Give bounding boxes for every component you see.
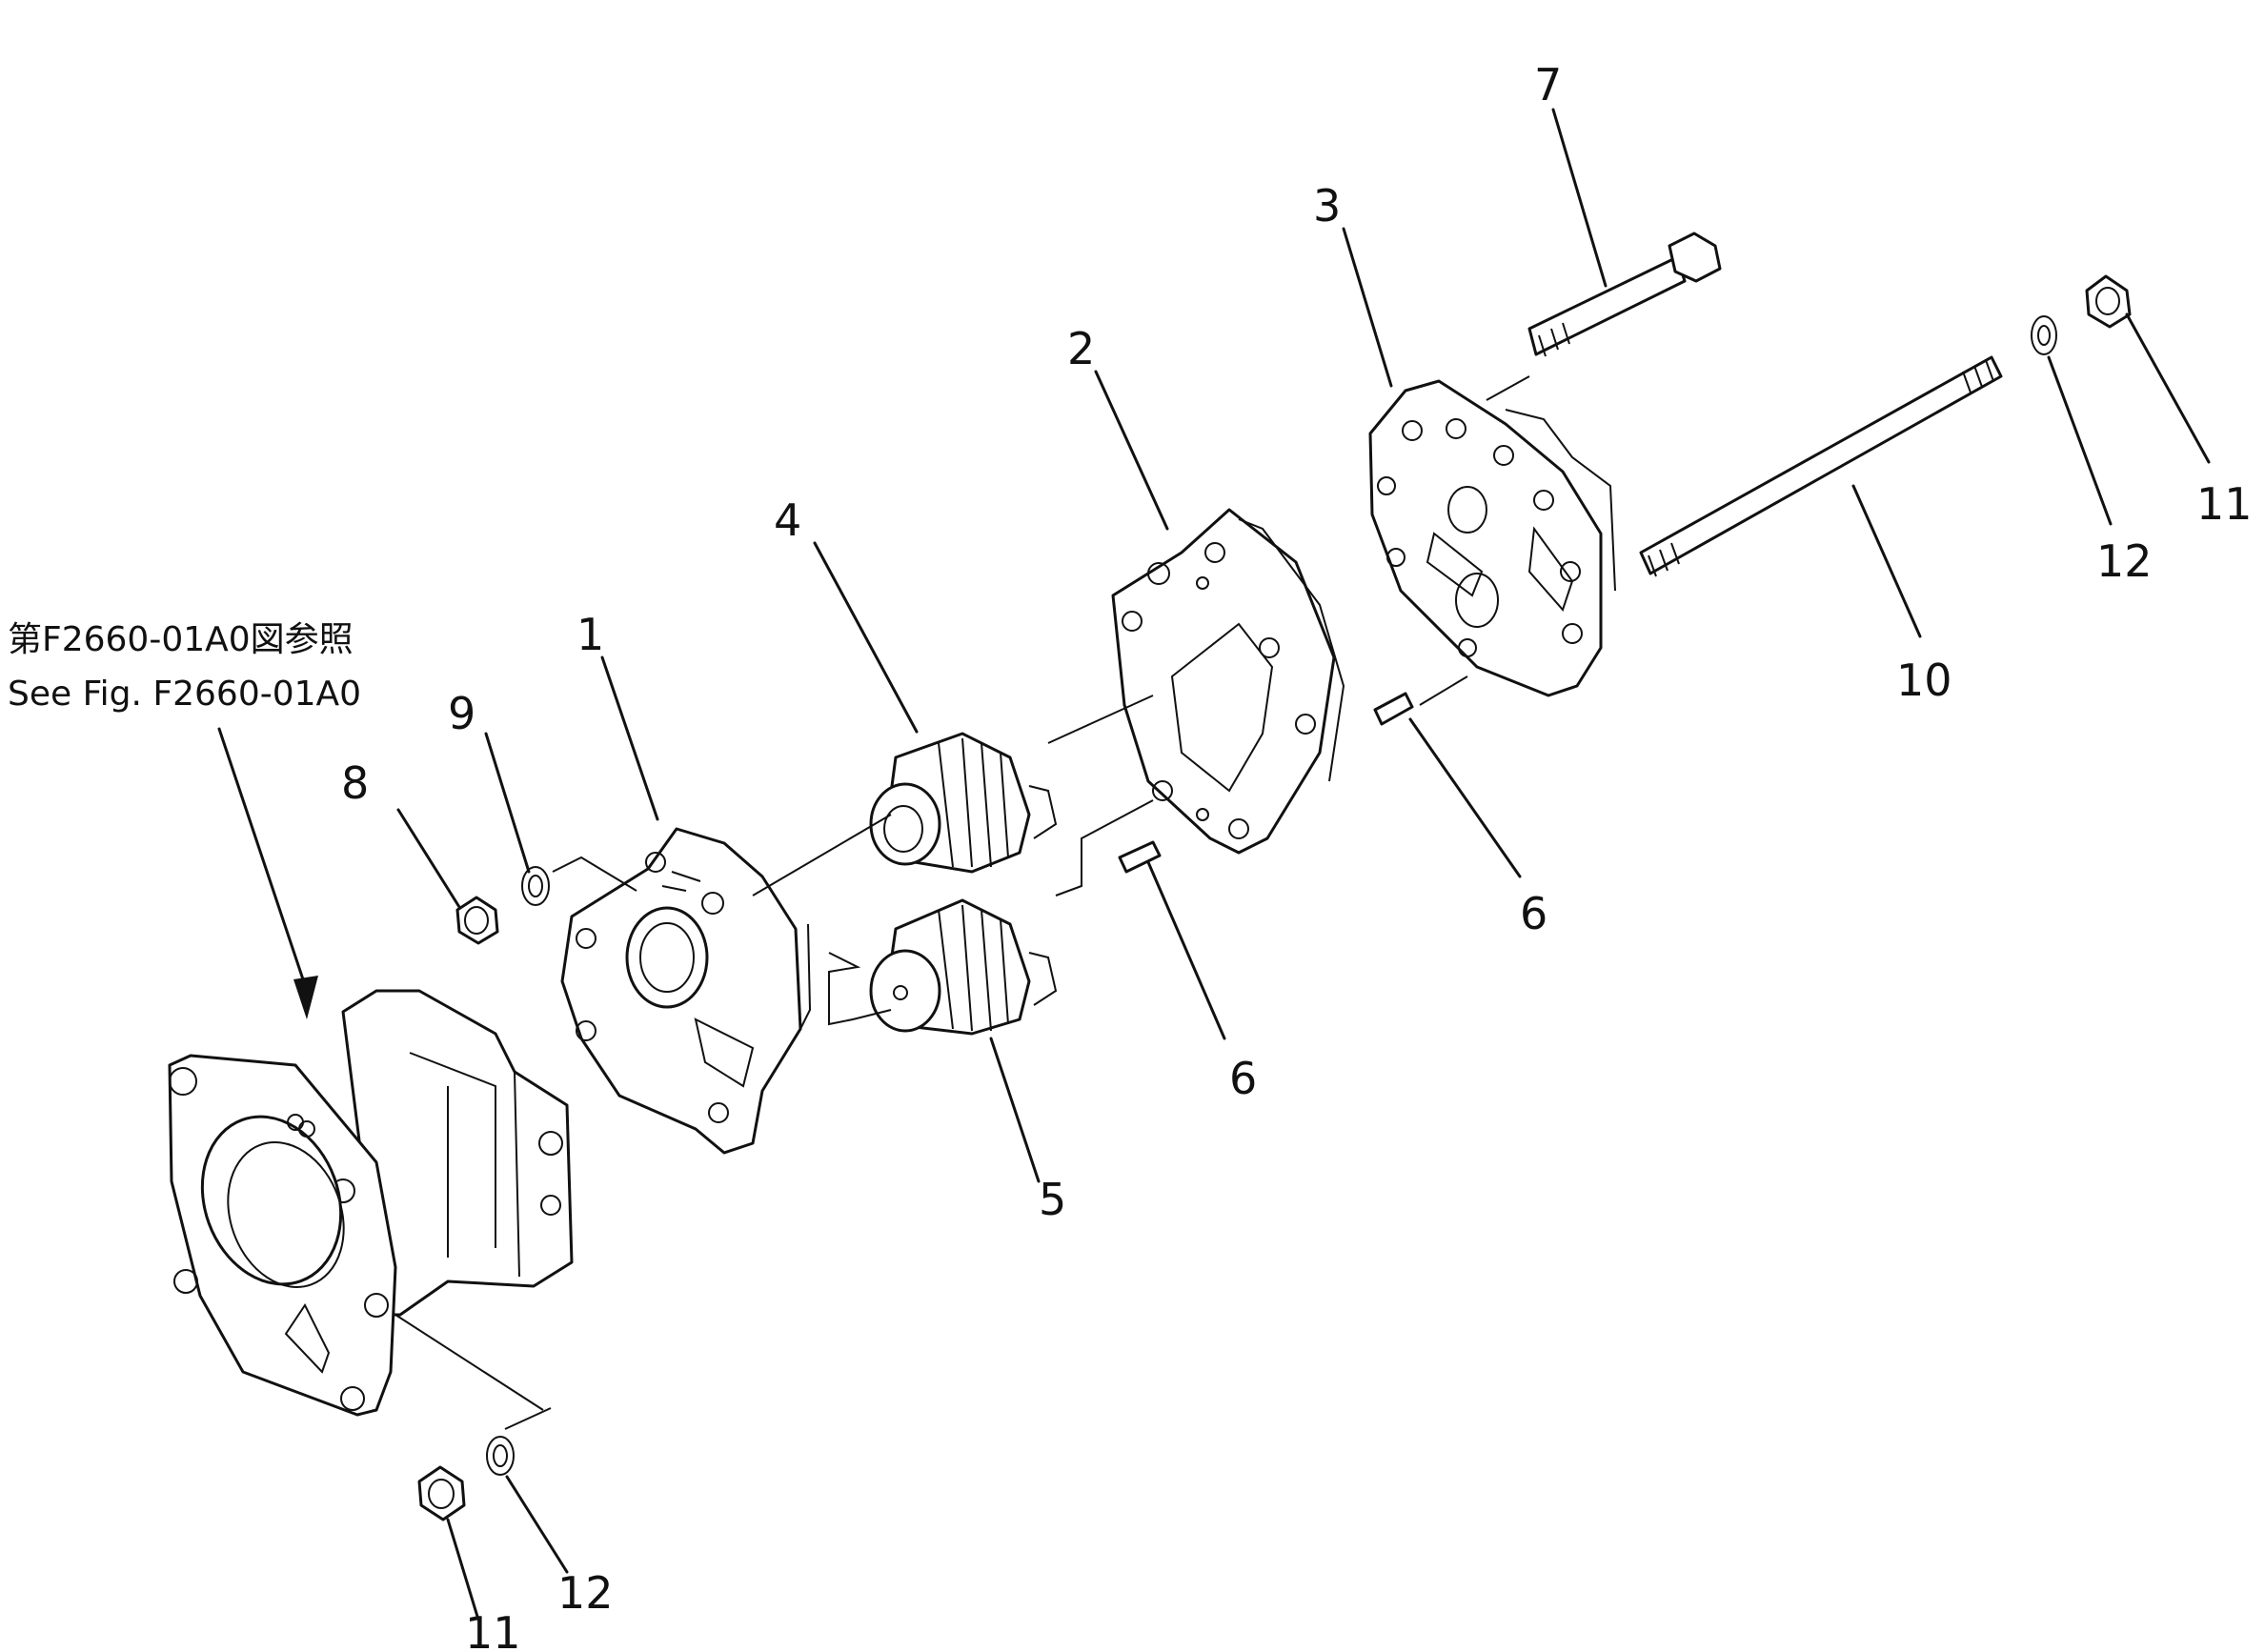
washer-12-bottom-drawing bbox=[486, 1436, 515, 1476]
callout-part-1: 1 bbox=[576, 609, 604, 660]
callouts: 1 2 3 4 5 6 6 7 8 9 10 11 11 12 12 bbox=[341, 59, 2253, 1652]
callout-part-3: 3 bbox=[1313, 180, 1341, 232]
dowel-pin-6-center-drawing bbox=[1118, 840, 1162, 874]
alignment-lines bbox=[504, 375, 1530, 1430]
pump-housing-drawing bbox=[168, 989, 574, 1417]
nut-11-top-drawing bbox=[2085, 274, 2132, 329]
dowel-pin-6-right-drawing bbox=[1373, 692, 1414, 726]
callout-part-6-center: 6 bbox=[1229, 1053, 1257, 1104]
callout-part-4: 4 bbox=[774, 494, 801, 546]
drive-gear-drawing bbox=[869, 732, 1058, 874]
leader-lines bbox=[396, 108, 2211, 1622]
figure-reference-jp: 第F2660-01A0図参照 bbox=[8, 620, 354, 659]
callout-part-12-top: 12 bbox=[2096, 535, 2153, 587]
front-plate-drawing bbox=[560, 827, 812, 1155]
figure-reference-note: 第F2660-01A0図参照 See Fig. F2660-01A0 bbox=[8, 620, 361, 1019]
stud-10-drawing bbox=[1639, 355, 2003, 577]
callout-part-7: 7 bbox=[1534, 59, 1562, 111]
washer-9-drawing bbox=[521, 866, 550, 906]
callout-part-6-right: 6 bbox=[1520, 888, 1547, 939]
gear-case-drawing bbox=[1111, 508, 1345, 855]
callout-part-5: 5 bbox=[1039, 1174, 1066, 1225]
driven-gear-drawing bbox=[869, 898, 1058, 1036]
nut-11-bottom-drawing bbox=[417, 1465, 466, 1521]
callout-part-8: 8 bbox=[341, 757, 369, 809]
reference-arrow-head bbox=[293, 976, 318, 1019]
callout-part-2: 2 bbox=[1067, 323, 1095, 374]
callout-part-11-top: 11 bbox=[2196, 478, 2253, 530]
figure-reference-en: See Fig. F2660-01A0 bbox=[8, 675, 361, 714]
nut-8-drawing bbox=[455, 896, 499, 945]
callout-part-10: 10 bbox=[1896, 655, 1952, 706]
washer-12-top-drawing bbox=[2031, 315, 2057, 355]
bolt-7-drawing bbox=[1527, 232, 1722, 357]
callout-part-11-bottom: 11 bbox=[465, 1607, 521, 1652]
callout-part-12-bottom: 12 bbox=[557, 1567, 614, 1619]
callout-part-9: 9 bbox=[448, 688, 475, 739]
rear-cover-drawing bbox=[1368, 379, 1616, 697]
